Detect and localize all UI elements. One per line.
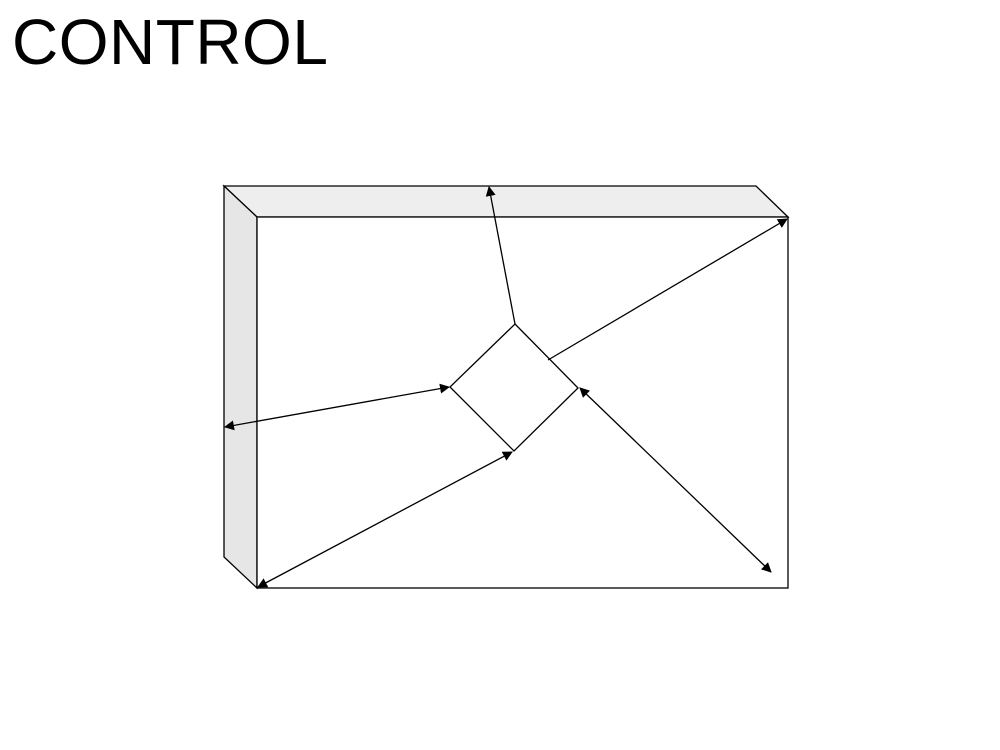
arrow-diamond-to-bottom-right — [579, 387, 772, 573]
arrow-left-side-to-diamond — [224, 383, 450, 431]
arrow-bottom-left-to-diamond — [257, 451, 513, 588]
arrow-to-top-edge — [485, 186, 516, 325]
arrow-to-top-right-corner — [547, 218, 788, 361]
slide-title: CONTROL — [12, 6, 329, 78]
box-top-face — [222, 185, 790, 218]
box-left-face — [223, 184, 258, 590]
center-diamond — [449, 323, 579, 452]
